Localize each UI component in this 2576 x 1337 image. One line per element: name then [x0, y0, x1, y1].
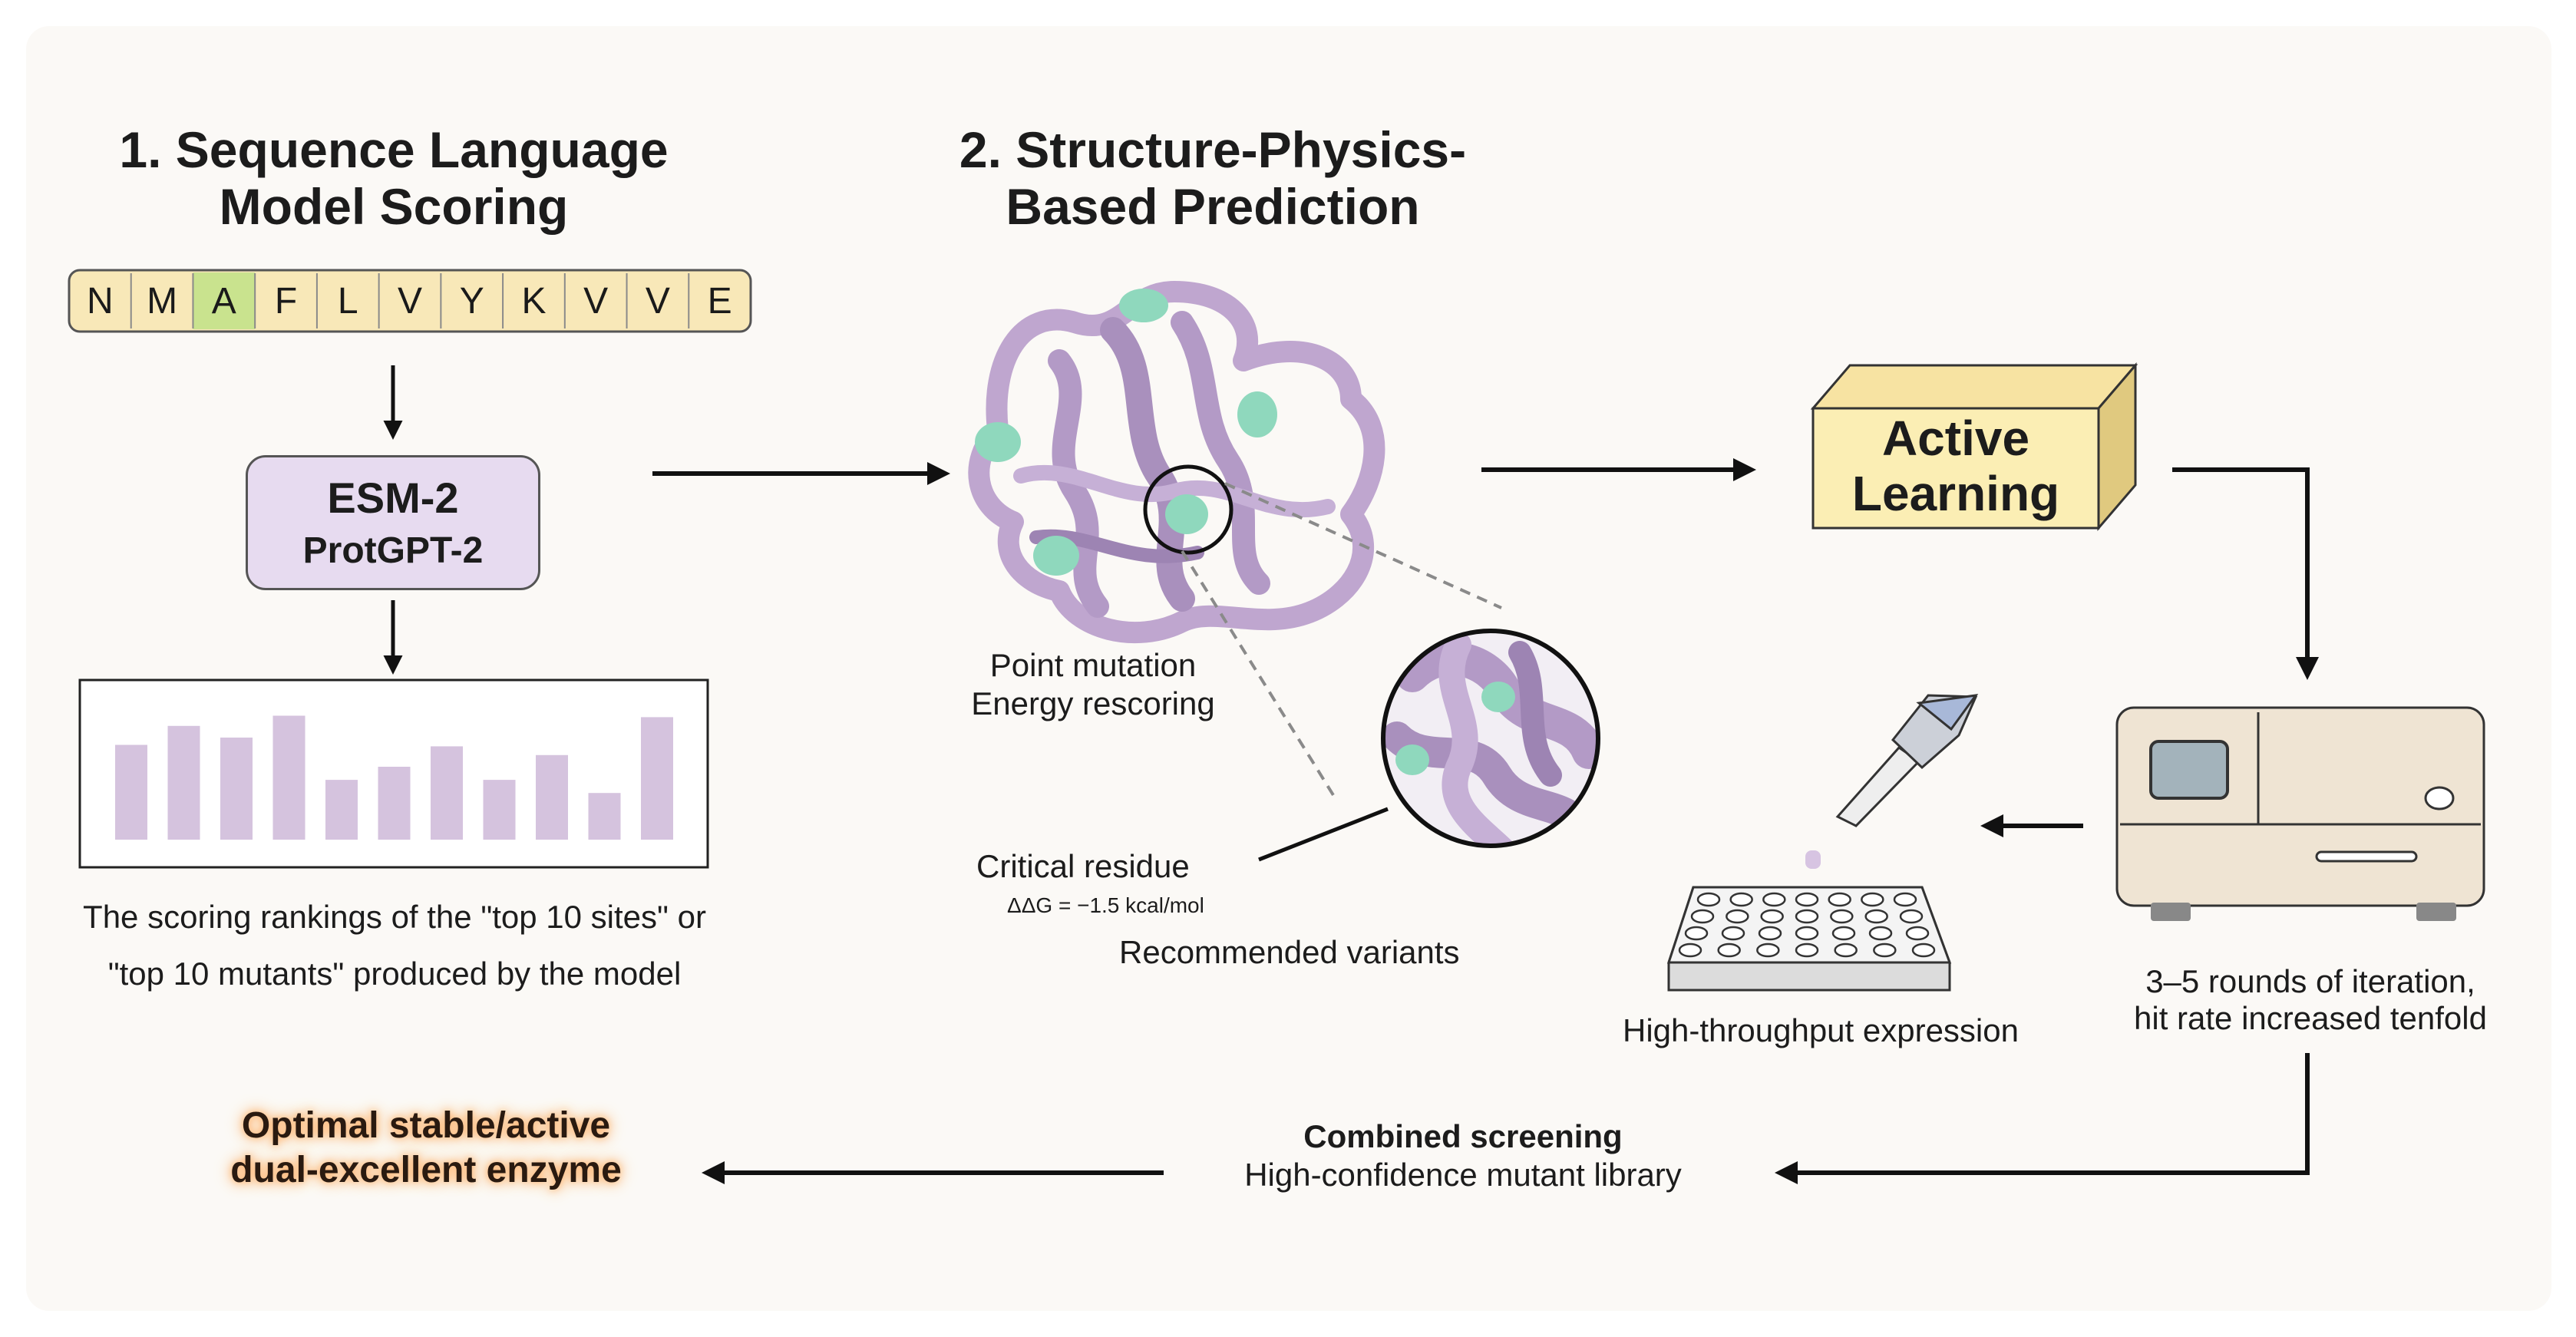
plate-well: [1911, 943, 1936, 958]
instrument-icon: [2115, 706, 2485, 921]
residue-letter: V: [646, 281, 670, 322]
residue-letter: M: [147, 281, 177, 322]
residue-letter: K: [521, 281, 546, 322]
well-plate-icon: [1666, 886, 1952, 992]
residue-letter: V: [583, 281, 608, 322]
residue-letter: E: [708, 281, 732, 322]
screening-title: Combined screening: [1303, 1118, 1623, 1154]
plate-well: [1726, 909, 1749, 924]
score-bar: [641, 717, 673, 840]
score-bar: [536, 754, 568, 840]
plate-well: [1758, 926, 1782, 941]
plate-well: [1834, 943, 1858, 958]
plate-well: [1868, 926, 1893, 941]
plate-well: [1795, 909, 1819, 924]
plate-well: [1873, 943, 1897, 958]
plate-well: [1717, 943, 1741, 958]
active-learning-line2: Learning: [1851, 466, 2060, 521]
score-bar: [588, 793, 621, 840]
active-learning-line1: Active: [1881, 411, 2030, 466]
plate-well: [1762, 892, 1786, 907]
score-bar: [431, 746, 463, 840]
diagram-canvas: [26, 26, 2551, 1311]
model-box: ESM-2 ProtGPT-2: [246, 455, 540, 590]
step2-title-line2: Based Prediction: [1006, 178, 1420, 235]
energy-rescoring-label: Energy rescoring: [971, 685, 1215, 721]
plate-well: [1678, 943, 1702, 958]
plate-well: [1831, 926, 1856, 941]
arrow-active-to-instrument: [2172, 467, 2319, 680]
score-bar: [483, 780, 516, 840]
result-line1: Optimal stable/active: [241, 1105, 611, 1146]
protein-structure-icon: [968, 281, 1385, 644]
plate-well: [1830, 909, 1854, 924]
critical-residue-label: Critical residue: [976, 848, 1190, 884]
score-bars: [115, 715, 673, 840]
model-name-esm: ESM-2: [327, 474, 459, 522]
chart-caption-line1: The scoring rankings of the "top 10 site…: [83, 899, 706, 935]
model-name-protgpt: ProtGPT-2: [302, 530, 484, 571]
plate-well: [1690, 909, 1715, 924]
plate-well: [1893, 892, 1917, 907]
plate-well: [1696, 892, 1721, 907]
sequence-highlight: [193, 272, 256, 329]
score-bar: [167, 725, 200, 840]
score-bar: [220, 738, 253, 840]
residue-letter: N: [87, 281, 114, 322]
iteration-line2: hit rate increased tenfold: [2134, 1000, 2487, 1036]
recommended-variants-label: Recommended variants: [1119, 934, 1460, 970]
score-bar: [115, 744, 147, 840]
active-learning-box: [1810, 361, 2138, 532]
delta-g-label: ΔΔG = −1.5 kcal/mol: [1007, 893, 1204, 917]
step2-title-line1: 2. Structure-Physics-: [959, 121, 1467, 178]
plate-well: [1864, 909, 1888, 924]
arrow-loop-to-screening: [1775, 1053, 2310, 1184]
pipette-icon: [1805, 694, 1979, 869]
plate-well: [1795, 926, 1819, 941]
residue-letter: Y: [460, 281, 484, 322]
plate-well: [1721, 926, 1745, 941]
score-bar: [325, 780, 358, 840]
residue-letter: F: [275, 281, 297, 322]
plate-well: [1756, 943, 1780, 958]
plate-well: [1795, 892, 1819, 907]
plate-well: [1828, 892, 1851, 907]
result-line2: dual-excellent enzyme: [230, 1150, 622, 1190]
plate-well: [1905, 926, 1930, 941]
step1-title-line2: Model Scoring: [219, 178, 569, 235]
screening-subtitle: High-confidence mutant library: [1244, 1157, 1682, 1193]
score-bar: [272, 715, 305, 840]
plate-well: [1899, 909, 1924, 924]
plate-well: [1795, 943, 1819, 958]
residue-letter: L: [338, 281, 358, 322]
plate-well: [1729, 892, 1753, 907]
plate-well: [1861, 892, 1884, 907]
expression-label: High-throughput expression: [1623, 1012, 2019, 1048]
plate-well: [1684, 926, 1709, 941]
plate-well: [1760, 909, 1784, 924]
residue-letter: V: [398, 281, 422, 322]
chart-caption-line2: "top 10 mutants" produced by the model: [107, 956, 682, 992]
score-bar: [378, 767, 411, 840]
magnifier-icon: [1181, 482, 1600, 862]
plate-wells: [1678, 892, 1936, 958]
residue-letter: A: [212, 281, 236, 322]
point-mutation-label: Point mutation: [989, 647, 1197, 683]
step1-title-line1: 1. Sequence Language: [119, 121, 669, 178]
iteration-line1: 3–5 rounds of iteration,: [2145, 963, 2475, 999]
